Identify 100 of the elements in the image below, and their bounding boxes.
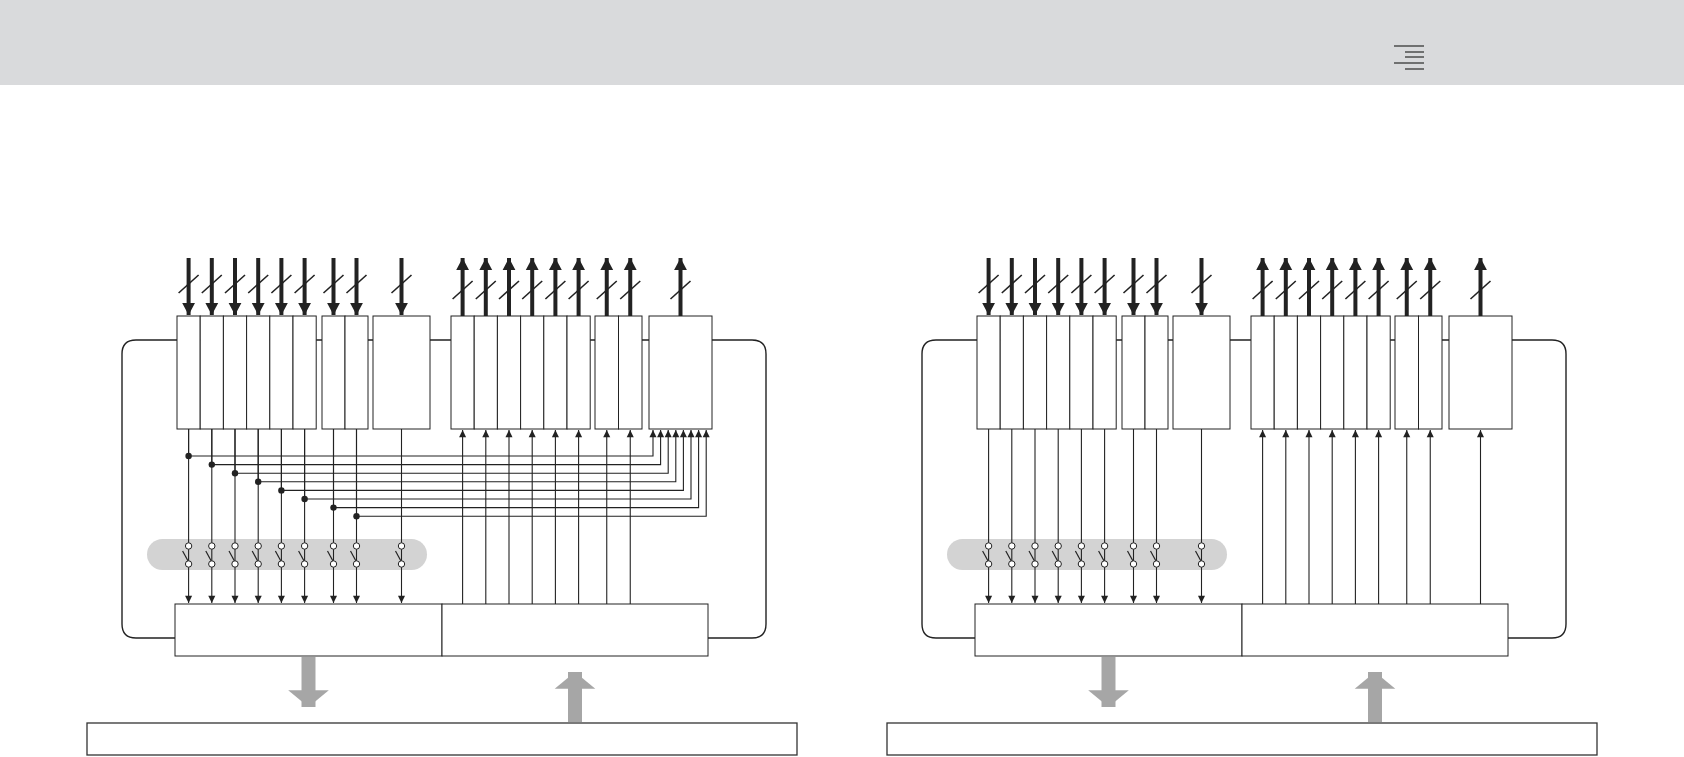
arrow bbox=[327, 258, 340, 315]
arrow bbox=[1282, 429, 1290, 605]
arrow bbox=[231, 428, 672, 477]
arrow bbox=[205, 258, 219, 315]
output-module-box bbox=[1273, 315, 1298, 430]
input-module-box bbox=[976, 315, 1001, 430]
arrow bbox=[459, 429, 467, 605]
output-module-box bbox=[1296, 315, 1322, 430]
input-module-box bbox=[176, 315, 201, 430]
output-module-box bbox=[520, 315, 545, 430]
arrow bbox=[1349, 258, 1362, 316]
arrow bbox=[395, 258, 408, 315]
block-arrow bbox=[1088, 657, 1129, 707]
arrow bbox=[1127, 258, 1140, 315]
input-module-box bbox=[344, 315, 369, 430]
arrow bbox=[549, 258, 562, 316]
arrow bbox=[398, 428, 405, 604]
arrow bbox=[301, 428, 695, 503]
arrow bbox=[1279, 258, 1293, 316]
input-module-box bbox=[269, 315, 294, 430]
input-module-box bbox=[1121, 315, 1146, 430]
output-image-box bbox=[441, 603, 709, 657]
arrow bbox=[278, 428, 687, 494]
arrow bbox=[1028, 258, 1042, 315]
arrow bbox=[1477, 429, 1484, 605]
arrow bbox=[482, 429, 490, 605]
arrow bbox=[479, 258, 493, 316]
arrow bbox=[330, 428, 703, 511]
output-module-box bbox=[543, 315, 568, 430]
arrow bbox=[1328, 429, 1336, 605]
input-module-box bbox=[1092, 315, 1117, 430]
arrow bbox=[1153, 428, 1160, 604]
arrow bbox=[551, 429, 559, 605]
output-module-box bbox=[1394, 315, 1419, 430]
arrow bbox=[1101, 428, 1109, 604]
arrow bbox=[228, 258, 242, 315]
arrow bbox=[1423, 258, 1437, 316]
input-module-box bbox=[1144, 315, 1169, 430]
output-image-box bbox=[1241, 603, 1509, 657]
arrow bbox=[575, 429, 583, 605]
block-arrow bbox=[554, 672, 596, 722]
arrow bbox=[298, 258, 311, 315]
arrow bbox=[1077, 428, 1085, 604]
arrow bbox=[350, 258, 363, 315]
arrow bbox=[1098, 258, 1111, 315]
bus-bar bbox=[86, 722, 798, 756]
arrow bbox=[505, 429, 513, 605]
arrow bbox=[1008, 428, 1016, 604]
arrow bbox=[1325, 258, 1339, 316]
arrow bbox=[528, 429, 536, 605]
arrow bbox=[623, 258, 637, 316]
bus-bar bbox=[886, 722, 1598, 756]
input-module-box bbox=[292, 315, 317, 430]
output-module-box bbox=[1320, 315, 1345, 430]
input-module-box bbox=[372, 315, 431, 430]
arrow bbox=[1051, 258, 1065, 315]
output-module-box bbox=[1366, 315, 1391, 430]
arrow bbox=[208, 428, 665, 468]
output-module-box bbox=[1250, 315, 1275, 430]
output-module-box bbox=[618, 315, 643, 430]
input-module-box bbox=[1022, 315, 1048, 430]
arrow bbox=[626, 429, 634, 605]
input-module-box bbox=[1046, 315, 1071, 430]
arrow bbox=[1403, 429, 1411, 605]
output-module-box bbox=[594, 315, 619, 430]
output-module-box bbox=[566, 315, 591, 430]
output-module-box bbox=[1418, 315, 1443, 430]
arrow bbox=[1150, 258, 1163, 315]
input-image-box bbox=[974, 603, 1243, 657]
arrow bbox=[1375, 429, 1383, 605]
arrow bbox=[1426, 429, 1434, 605]
arrow bbox=[603, 429, 611, 605]
arrow bbox=[1351, 429, 1359, 605]
input-module-box bbox=[246, 315, 271, 430]
arrow bbox=[1259, 429, 1267, 605]
arrow bbox=[1195, 258, 1208, 315]
arrow bbox=[600, 258, 614, 316]
arrow bbox=[1256, 258, 1269, 316]
arrow bbox=[1005, 258, 1019, 315]
input-module-box bbox=[1069, 315, 1094, 430]
arrow bbox=[353, 428, 710, 520]
input-module-box bbox=[999, 315, 1024, 430]
arrow bbox=[1302, 258, 1316, 316]
arrow bbox=[1305, 429, 1313, 605]
arrow bbox=[275, 258, 288, 315]
output-module-box bbox=[648, 315, 713, 430]
arrow bbox=[1400, 258, 1414, 316]
arrow bbox=[1198, 428, 1205, 604]
arrow bbox=[1031, 428, 1039, 604]
input-module-box bbox=[1172, 315, 1231, 430]
arrow bbox=[1474, 258, 1487, 316]
arrow bbox=[456, 258, 469, 316]
input-module-box bbox=[321, 315, 346, 430]
output-module-box bbox=[450, 315, 475, 430]
arrow bbox=[1130, 428, 1137, 604]
arrow bbox=[255, 428, 680, 485]
input-module-box bbox=[222, 315, 248, 430]
arrow bbox=[985, 428, 993, 604]
arrow bbox=[251, 258, 265, 315]
output-module-box bbox=[496, 315, 522, 430]
